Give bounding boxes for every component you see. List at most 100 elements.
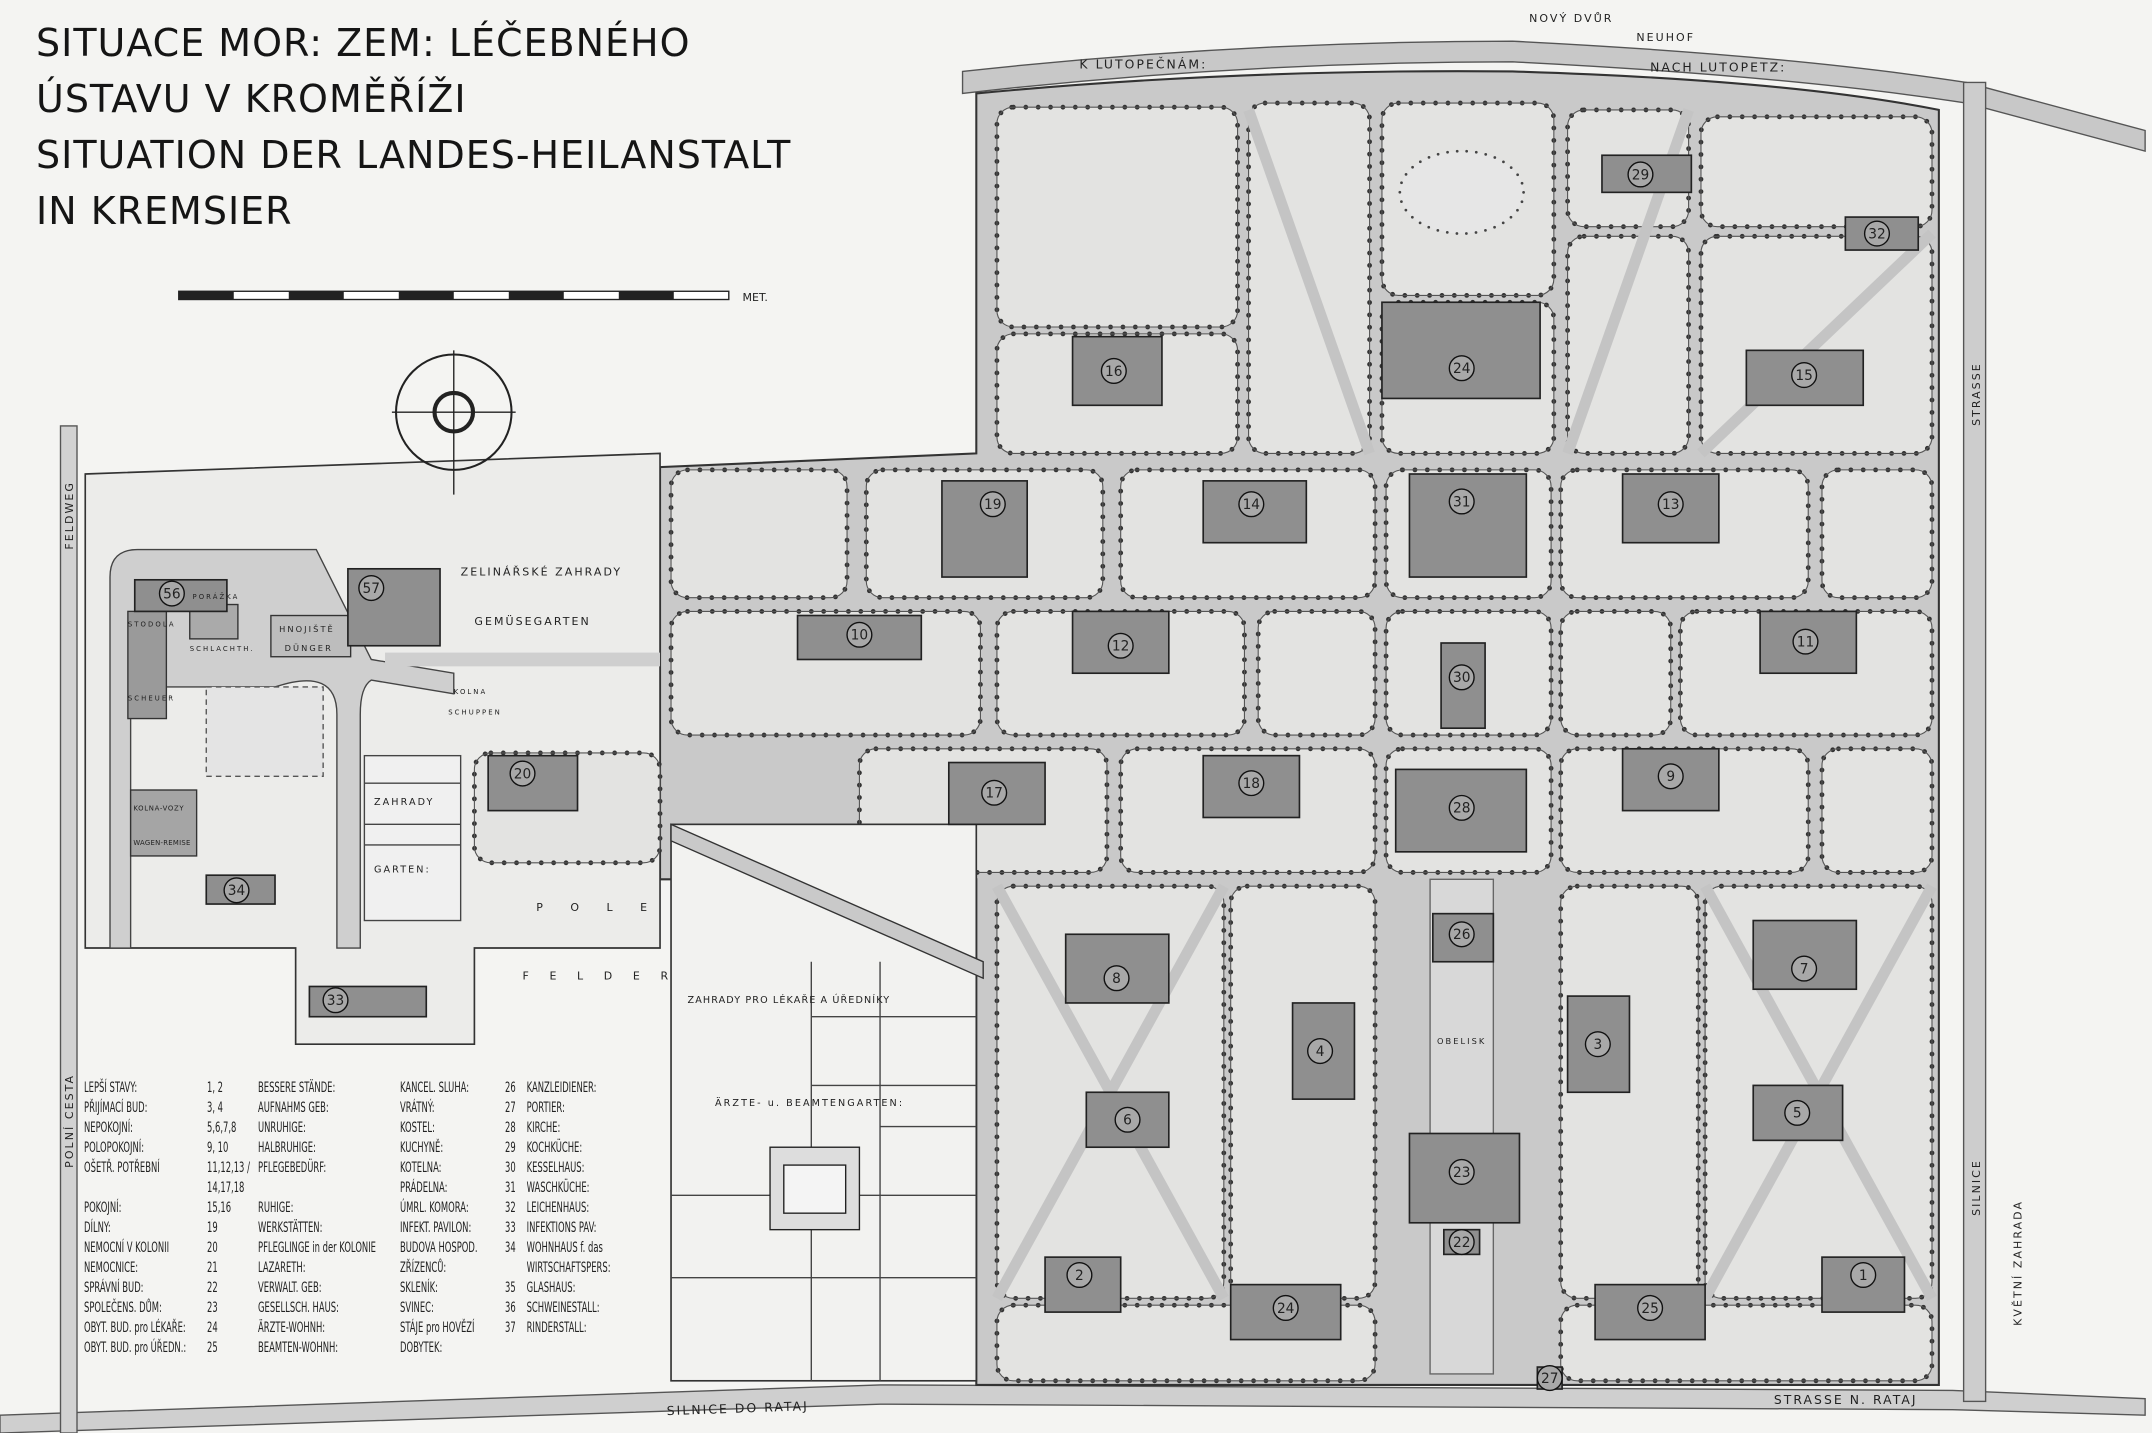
label-polni-cesta: POLNÍ CESTA bbox=[63, 1074, 76, 1168]
legend-czech-label: NEMOCNICE: bbox=[84, 1260, 139, 1276]
garden-block-outline bbox=[1385, 748, 1552, 873]
legend-german-label: KESSELHAUS: bbox=[526, 1160, 585, 1176]
label-gardens-de: GARTEN: bbox=[374, 864, 431, 875]
legend-number: 28 bbox=[505, 1120, 516, 1136]
label-wagon-de: WAGEN-REMISE bbox=[133, 839, 190, 847]
legend-czech-label: SKLENÍK: bbox=[400, 1280, 438, 1296]
legend-czech-label: NEPOKOJNÍ: bbox=[84, 1120, 134, 1136]
building-6: 6 bbox=[1085, 1091, 1170, 1149]
diagonal-path bbox=[1697, 229, 1936, 458]
legend-german-label: PORTIER: bbox=[526, 1100, 565, 1116]
building-number-circle bbox=[1448, 794, 1475, 821]
legend-german-label: WOHNHAUS f. das WIRTSCHAFTSPERS: bbox=[526, 1240, 611, 1276]
building-number-circle bbox=[1448, 488, 1475, 515]
building-number-circle bbox=[1536, 1364, 1563, 1392]
label-barn-cz: STODOLA bbox=[128, 621, 176, 629]
map-labels: K LUTOPEČNÁM: NACH LUTOPETZ: NOVÝ DVŮR N… bbox=[63, 12, 2024, 1418]
building-number: 56 bbox=[163, 586, 180, 602]
building-22: 22 bbox=[1443, 1228, 1481, 1256]
legend-number: 37 bbox=[505, 1320, 516, 1336]
building-5: 5 bbox=[1752, 1084, 1844, 1142]
garden-block-outline bbox=[1821, 469, 1933, 599]
building-28: 28 bbox=[1394, 768, 1528, 853]
legend-german-label: WASCHKÜCHE: bbox=[526, 1180, 590, 1196]
building-footprint bbox=[1381, 301, 1541, 400]
building-number: 20 bbox=[514, 766, 531, 782]
building-17: 17 bbox=[947, 761, 1046, 826]
legend-number: 21 bbox=[207, 1260, 218, 1276]
garden-block-outline bbox=[1120, 469, 1376, 599]
legend-row: KOTELNA: 30 KESSELHAUS: bbox=[400, 1158, 665, 1178]
garden-block-outline bbox=[1257, 610, 1376, 736]
garden-block-outline bbox=[670, 610, 981, 736]
garden-block bbox=[1255, 608, 1378, 738]
legend-row: NEPOKOJNÍ: 5,6,7,8 UNRUHIGE: bbox=[84, 1118, 399, 1138]
legend-number: 20 bbox=[207, 1240, 218, 1256]
legend-german-label: SCHWEINESTALL: bbox=[526, 1300, 600, 1316]
label-dung-de: DÜNGER bbox=[285, 643, 333, 653]
legend-german-label: WERKSTÄTTEN: bbox=[258, 1220, 323, 1236]
legend-german-label: PFLEGEBEDÜRF: bbox=[258, 1160, 327, 1176]
building-number: 27 bbox=[1541, 1371, 1558, 1387]
building-number-circle bbox=[509, 760, 536, 787]
building-57: 57 bbox=[347, 567, 441, 647]
building-number-circle bbox=[846, 621, 873, 648]
legend-czech-label: KOSTEL: bbox=[400, 1120, 435, 1136]
legend-number: 1, 2 bbox=[207, 1080, 224, 1096]
legend-czech-label: KOTELNA: bbox=[400, 1160, 442, 1176]
legend-number: 30 bbox=[505, 1160, 516, 1176]
label-road-bottom-cz: SILNICE DO RATAJ bbox=[667, 1399, 810, 1418]
building-number-circle bbox=[1114, 1106, 1141, 1133]
garden-block bbox=[1698, 114, 1935, 230]
garden-block-outline bbox=[1248, 102, 1371, 454]
legend-german-label: INFEKTIONS PAV: bbox=[526, 1220, 597, 1236]
building-footprint bbox=[1064, 933, 1170, 1004]
label-right-road-de: STRASSE bbox=[1970, 362, 1983, 426]
label-gardens-cz: ZAHRADY bbox=[374, 797, 434, 808]
legend-czech-label: OBYT. BUD. pro ÚŘEDN.: bbox=[84, 1340, 187, 1356]
legend-number: 35 bbox=[505, 1280, 516, 1296]
garden-block bbox=[1819, 467, 1935, 601]
building-number: 9 bbox=[1666, 769, 1675, 785]
building-number: 6 bbox=[1123, 1113, 1132, 1129]
legend-german-label: VERWALT. GEB: bbox=[258, 1280, 322, 1296]
legend-number: 3, 4 bbox=[207, 1100, 224, 1116]
building-18: 18 bbox=[1202, 754, 1301, 819]
garden-block bbox=[1558, 608, 1674, 738]
legend-german-label: KOCHKÜCHE: bbox=[526, 1140, 583, 1156]
legend-number: 36 bbox=[505, 1300, 516, 1316]
building-number-circle bbox=[1448, 355, 1475, 382]
oval-garden bbox=[1398, 149, 1525, 235]
building-number: 8 bbox=[1112, 971, 1121, 987]
building-10: 10 bbox=[796, 614, 923, 661]
legend-german-label: UNRUHIGE: bbox=[258, 1120, 306, 1136]
building-8: 8 bbox=[1064, 933, 1170, 1004]
building-number-circle bbox=[1448, 664, 1475, 691]
building-number: 17 bbox=[985, 786, 1002, 802]
staff-gardens bbox=[670, 823, 984, 1382]
label-road-bottom-de: STRASSE N. RATAJ bbox=[1774, 1393, 1918, 1407]
left-field-path bbox=[59, 425, 78, 1433]
garden-block bbox=[1565, 233, 1692, 456]
building-number-circle bbox=[1657, 491, 1684, 518]
diagonal-path bbox=[1243, 108, 1375, 456]
legend-czech-label: POKOJNÍ: bbox=[84, 1200, 122, 1216]
building-56: 56 bbox=[133, 578, 228, 613]
legend-czech-label: KUCHYNĚ: bbox=[400, 1140, 444, 1156]
building-number: 26 bbox=[1453, 927, 1470, 943]
label-wagon-cz: KOLNA-VOZY bbox=[133, 805, 184, 813]
label-road-top-left: K LUTOPEČNÁM: bbox=[1079, 57, 1207, 72]
building-34: 34 bbox=[205, 874, 276, 905]
building-number-circle bbox=[1792, 628, 1819, 655]
legend-number: 5,6,7,8 bbox=[207, 1120, 237, 1136]
building-number-circle bbox=[1107, 632, 1134, 659]
building-number-circle bbox=[1657, 763, 1684, 790]
legend-number: 19 bbox=[207, 1220, 218, 1236]
building-16: 16 bbox=[1071, 335, 1163, 407]
legend-czech-label: ÚMRL. KOMORA: bbox=[400, 1200, 469, 1216]
